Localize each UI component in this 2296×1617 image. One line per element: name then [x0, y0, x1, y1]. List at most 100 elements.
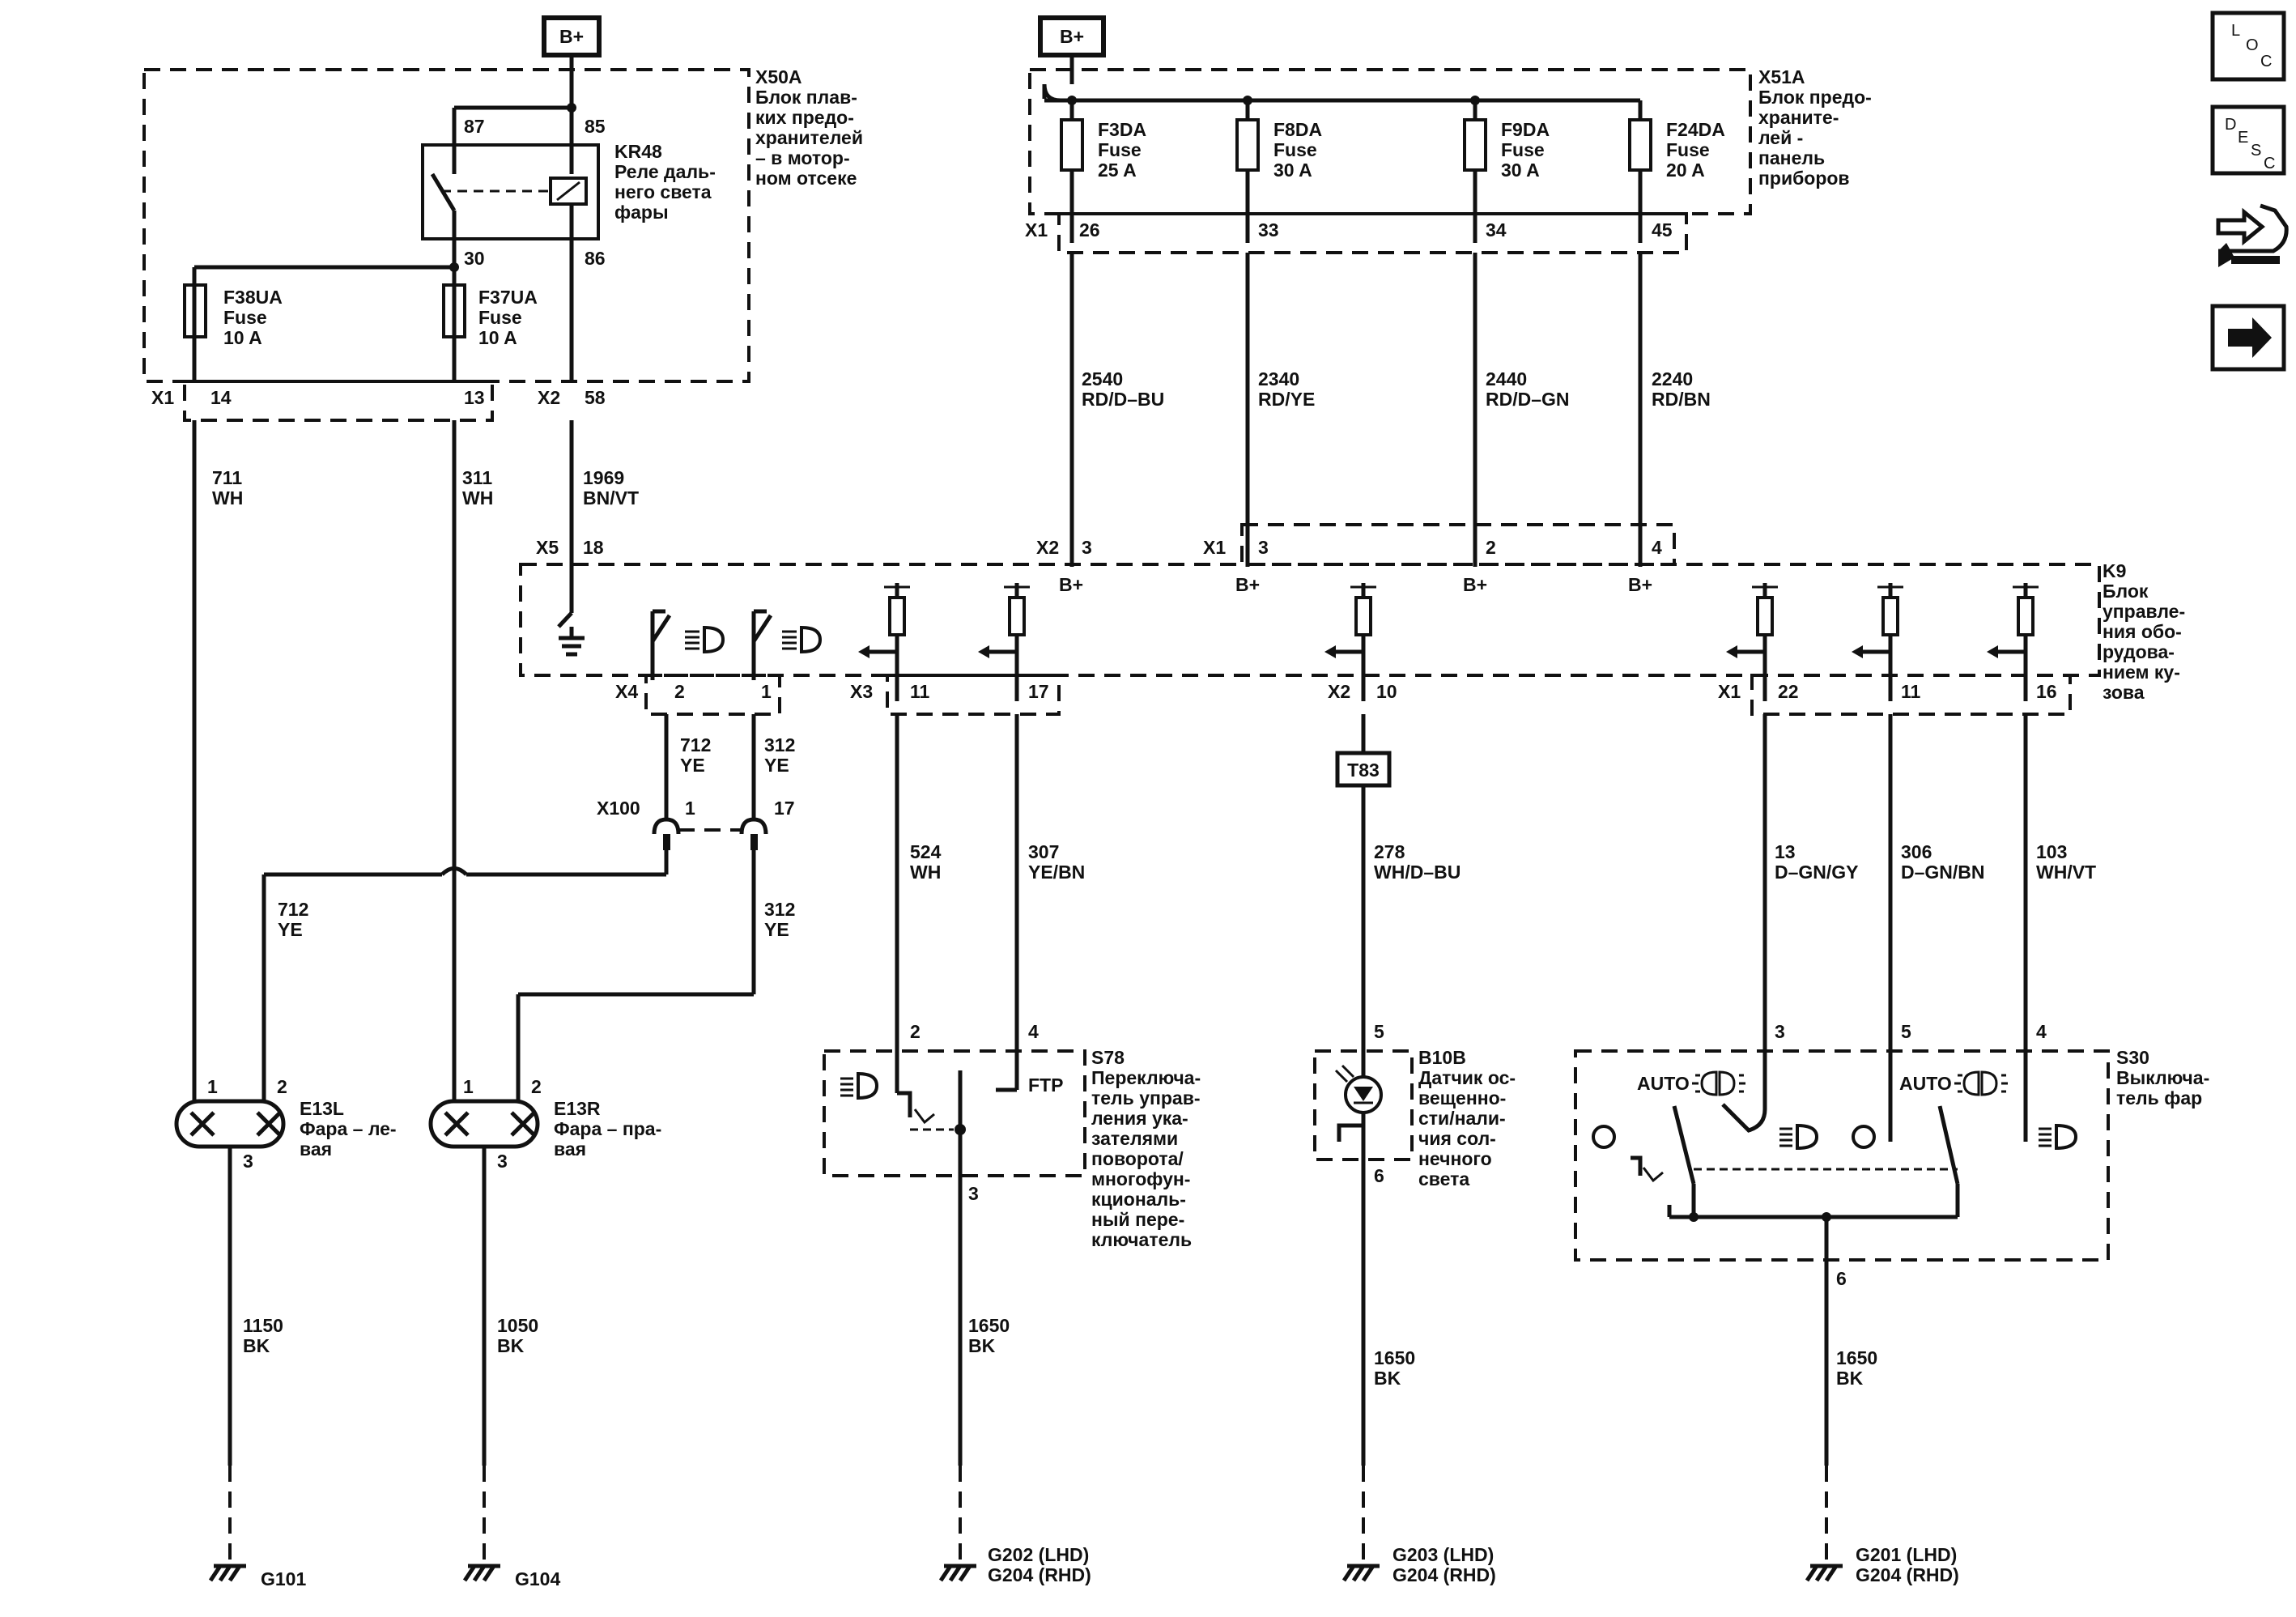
s30-headlamp-switch: 13 D–GN/GY 306 D–GN/BN 103 WH/VT 3 5 4 A…	[1574, 714, 2209, 1466]
description-button[interactable]: D E S C	[2210, 104, 2286, 176]
s78-turn-signal-switch: 524 WH 307 YE/BN 2 4 FTP 3 S78 Переключа…	[823, 714, 1201, 1466]
svg-text:F24DA: F24DA	[1666, 119, 1725, 140]
low-beam-icon	[2039, 1123, 2078, 1151]
svg-text:G203 (LHD): G203 (LHD)	[1392, 1544, 1494, 1565]
svg-text:4: 4	[1652, 537, 1662, 558]
svg-text:G101: G101	[261, 1568, 306, 1589]
svg-text:Блок плав-: Блок плав-	[755, 87, 857, 108]
svg-text:85: 85	[585, 116, 606, 137]
ground-g201: G201 (LHD) G204 (RHD)	[1805, 1466, 1959, 1585]
svg-text:X100: X100	[597, 798, 640, 819]
svg-text:Фара – пра-: Фара – пра-	[554, 1118, 661, 1139]
svg-text:AUTO: AUTO	[1899, 1073, 1952, 1094]
svg-text:34: 34	[1486, 219, 1507, 240]
svg-text:1: 1	[685, 798, 695, 819]
svg-text:хранитe-: хранитe-	[1758, 107, 1839, 128]
svg-text:1969: 1969	[583, 467, 624, 488]
svg-text:Блок: Блок	[2103, 581, 2149, 602]
svg-text:16: 16	[2036, 681, 2057, 702]
svg-text:1: 1	[463, 1076, 474, 1097]
svg-text:BK: BK	[1836, 1368, 1864, 1389]
svg-text:фары: фары	[614, 202, 669, 223]
svg-text:хранителей: хранителей	[755, 127, 863, 148]
svg-text:тель фар: тель фар	[2116, 1087, 2202, 1108]
svg-text:YE: YE	[680, 755, 705, 776]
f9da-fuse	[1463, 118, 1487, 172]
svg-text:BK: BK	[1374, 1368, 1401, 1389]
svg-text:6: 6	[1374, 1165, 1384, 1186]
svg-text:панель: панель	[1758, 147, 1825, 168]
svg-text:10 A: 10 A	[223, 327, 262, 348]
svg-text:кциональ-: кциональ-	[1091, 1189, 1186, 1210]
svg-text:2: 2	[1486, 537, 1496, 558]
svg-text:X5: X5	[536, 537, 559, 558]
svg-text:14: 14	[210, 387, 232, 408]
kr48-relay	[421, 143, 600, 240]
svg-text:58: 58	[585, 387, 606, 408]
svg-text:X1: X1	[1203, 537, 1226, 558]
svg-text:YE: YE	[278, 919, 303, 940]
svg-text:20 A: 20 A	[1666, 160, 1705, 181]
svg-text:X51A: X51A	[1758, 66, 1805, 87]
svg-text:711: 711	[212, 467, 242, 488]
svg-text:Датчик ос-: Датчик ос-	[1418, 1067, 1516, 1088]
svg-text:11: 11	[910, 681, 930, 702]
svg-text:лей -: лей -	[1758, 127, 1803, 148]
svg-text:1650: 1650	[1374, 1347, 1415, 1368]
svg-text:11: 11	[1901, 681, 1921, 702]
svg-text:G204 (RHD): G204 (RHD)	[988, 1564, 1091, 1585]
svg-text:B+: B+	[559, 26, 584, 47]
svg-text:F9DA: F9DA	[1501, 119, 1550, 140]
svg-text:2540: 2540	[1082, 368, 1123, 389]
svg-text:RD/YE: RD/YE	[1258, 389, 1315, 410]
next-arrow-button[interactable]	[2210, 304, 2286, 372]
svg-text:F37UA: F37UA	[478, 287, 538, 308]
svg-text:3: 3	[968, 1183, 979, 1204]
svg-text:RD/BN: RD/BN	[1652, 389, 1711, 410]
svg-text:нием ку-: нием ку-	[2103, 662, 2180, 683]
svg-text:D–GN/BN: D–GN/BN	[1901, 862, 1985, 883]
svg-text:3: 3	[1775, 1021, 1785, 1042]
f3da-fuse	[1060, 118, 1084, 172]
svg-text:вещенно-: вещенно-	[1418, 1087, 1506, 1108]
svg-text:306: 306	[1901, 841, 1932, 862]
svg-text:AUTO: AUTO	[1637, 1073, 1690, 1094]
svg-text:D–GN/GY: D–GN/GY	[1775, 862, 1859, 883]
svg-text:311: 311	[462, 467, 492, 488]
svg-text:17: 17	[1028, 681, 1049, 702]
svg-text:B+: B+	[1628, 574, 1652, 595]
svg-text:E: E	[2238, 129, 2248, 147]
svg-text:25 A: 25 A	[1098, 160, 1137, 181]
svg-text:зова: зова	[2103, 682, 2145, 703]
x50a-fuse-block: X50A Блок плав- ких предо- хранителей – …	[142, 55, 863, 383]
svg-text:чия сол-: чия сол-	[1418, 1128, 1496, 1149]
svg-text:C: C	[2264, 155, 2275, 172]
svg-text:Реле даль-: Реле даль-	[614, 161, 716, 182]
svg-text:F38UA: F38UA	[223, 287, 283, 308]
svg-text:22: 22	[1778, 681, 1799, 702]
svg-text:X2: X2	[538, 387, 560, 408]
feed-wires: 711 WH 311 WH 1969 BN/VT 2540 RD/D–BU 23…	[192, 253, 1711, 1077]
svg-text:FTP: FTP	[1028, 1074, 1063, 1096]
svg-text:1050: 1050	[497, 1315, 538, 1336]
location-button[interactable]: L O C	[2210, 11, 2286, 82]
svg-text:Fuse: Fuse	[223, 307, 267, 328]
repair-icon[interactable]	[2216, 203, 2289, 267]
svg-text:X1: X1	[1718, 681, 1741, 702]
k9-input-x1-22	[1726, 583, 1778, 701]
k9-input-x3-17	[978, 583, 1030, 701]
svg-text:E13L: E13L	[300, 1098, 344, 1119]
svg-text:зателями: зателями	[1091, 1128, 1178, 1149]
svg-text:WH: WH	[910, 862, 941, 883]
svg-text:B+: B+	[1060, 26, 1084, 47]
svg-text:5: 5	[1901, 1021, 1911, 1042]
ground-g104: G104	[462, 1466, 560, 1589]
svg-text:F8DA: F8DA	[1273, 119, 1322, 140]
svg-text:BK: BK	[243, 1335, 270, 1356]
svg-text:RD/D–BU: RD/D–BU	[1082, 389, 1164, 410]
svg-text:30 A: 30 A	[1501, 160, 1540, 181]
svg-text:2: 2	[674, 681, 685, 702]
svg-text:G201 (LHD): G201 (LHD)	[1856, 1544, 1957, 1565]
svg-text:BN/VT: BN/VT	[583, 487, 639, 509]
svg-text:B+: B+	[1235, 574, 1260, 595]
